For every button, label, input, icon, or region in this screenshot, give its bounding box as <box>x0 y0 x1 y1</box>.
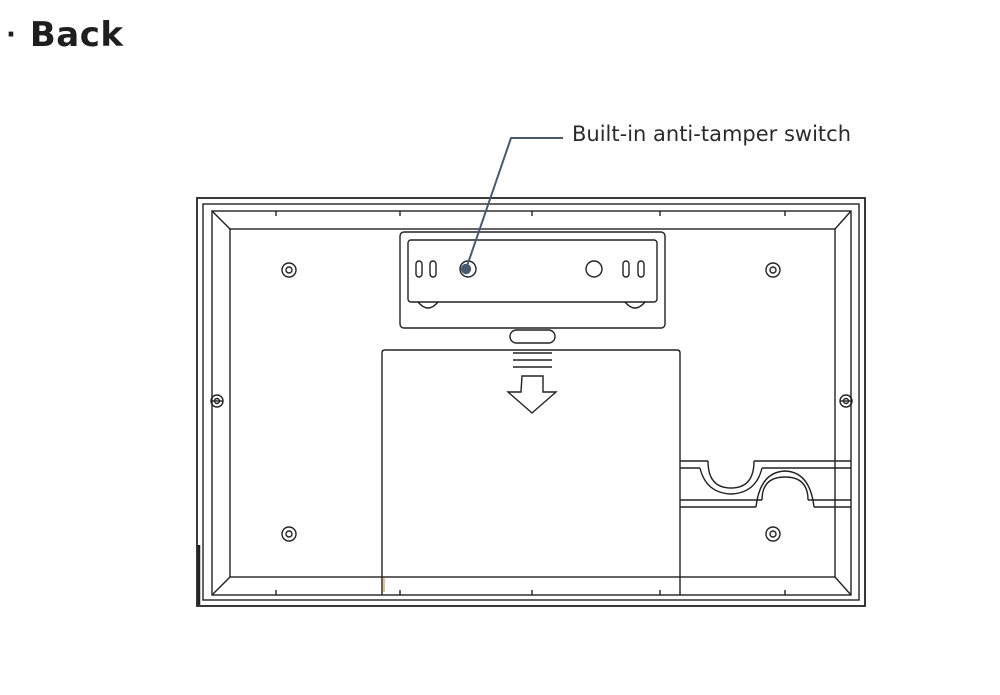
mount-screw-bottom-left <box>281 526 297 542</box>
mounting-bracket <box>399 231 666 329</box>
section-title: Back <box>29 15 124 55</box>
section-heading: · Back <box>6 10 124 60</box>
cable-knockout <box>680 460 851 508</box>
callout-leader-line <box>465 137 563 270</box>
battery-cover <box>381 349 681 595</box>
mount-screw-bottom-right <box>765 526 781 542</box>
side-screw-right <box>839 394 853 408</box>
heading-bullet: · <box>6 20 16 50</box>
callout-label: Built-in anti-tamper switch <box>572 122 851 146</box>
side-screw-left <box>210 394 224 408</box>
housing-frame <box>196 197 866 607</box>
mount-screw-top-left <box>281 262 297 278</box>
mount-screw-top-right <box>765 262 781 278</box>
cover-pull-tab <box>509 329 556 344</box>
slide-down-arrow-icon <box>506 352 558 414</box>
